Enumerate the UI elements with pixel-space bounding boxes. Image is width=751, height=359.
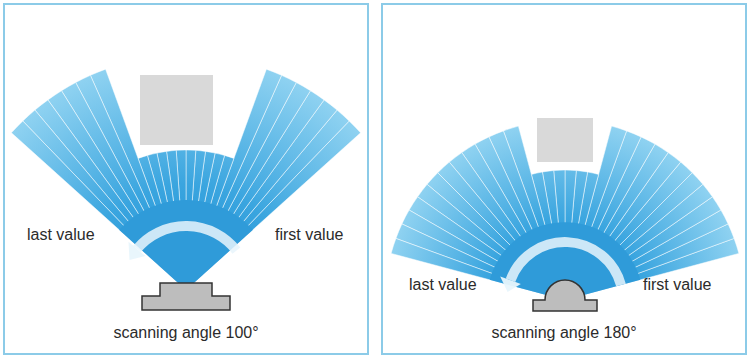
arrow-head [129,242,146,260]
arrow-band [511,242,622,285]
target-object [140,75,213,145]
value-label: last value [409,275,477,294]
diagram-panel: last value first value scanning angle 180° [381,3,747,355]
angle-caption: scanning angle 180° [383,323,745,342]
sensor-symbol [142,283,230,310]
arrow-head [500,276,521,292]
target-object [537,118,593,162]
diagram-panel: last value first value scanning angle 100° [3,3,369,355]
scan-core [119,200,253,290]
scan-direction-arrow [129,226,237,260]
value-label: first value [275,225,343,244]
angle-caption: scanning angle 100° [5,323,367,342]
sensor-symbol [533,280,597,311]
arrow-band [137,226,236,251]
scan-fan [11,69,360,290]
value-label: first value [643,275,711,294]
value-label: last value [27,225,95,244]
